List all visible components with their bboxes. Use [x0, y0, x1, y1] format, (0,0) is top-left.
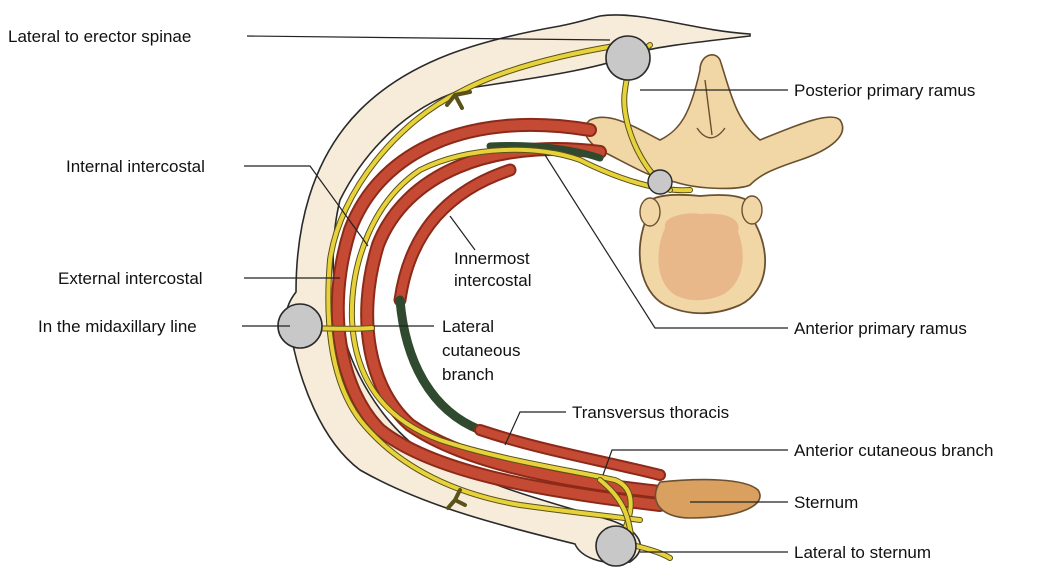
label-internal-intercostal: Internal intercostal: [66, 157, 205, 176]
facet-left: [640, 198, 660, 226]
vertebral-body-marrow: [658, 213, 742, 300]
label-external-intercostal: External intercostal: [58, 269, 203, 288]
label-lateral-cutaneous-line1: Lateral: [442, 317, 494, 336]
label-midaxillary-line: In the midaxillary line: [38, 317, 197, 336]
label-posterior-primary-ramus: Posterior primary ramus: [794, 81, 975, 100]
label-innermost-line2: intercostal: [454, 271, 531, 290]
label-transversus-thoracis: Transversus thoracis: [572, 403, 729, 422]
node-sternum: [596, 526, 636, 566]
node-vertebral: [648, 170, 672, 194]
label-lateral-cutaneous-line3: branch: [442, 365, 494, 384]
label-innermost-line1: Innermost: [454, 249, 530, 268]
facet-right: [742, 196, 762, 224]
label-anterior-cutaneous-branch: Anterior cutaneous branch: [794, 441, 993, 460]
sternum: [655, 480, 760, 518]
label-sternum: Sternum: [794, 493, 858, 512]
sternum-shape: [655, 480, 760, 518]
node-erector-spinae: [606, 36, 650, 80]
label-lateral-cutaneous-line2: cutaneous: [442, 341, 520, 360]
leader-innermost: [450, 216, 475, 250]
label-anterior-primary-ramus: Anterior primary ramus: [794, 319, 967, 338]
label-lateral-to-sternum: Lateral to sternum: [794, 543, 931, 562]
label-lateral-erector-spinae: Lateral to erector spinae: [8, 27, 191, 46]
